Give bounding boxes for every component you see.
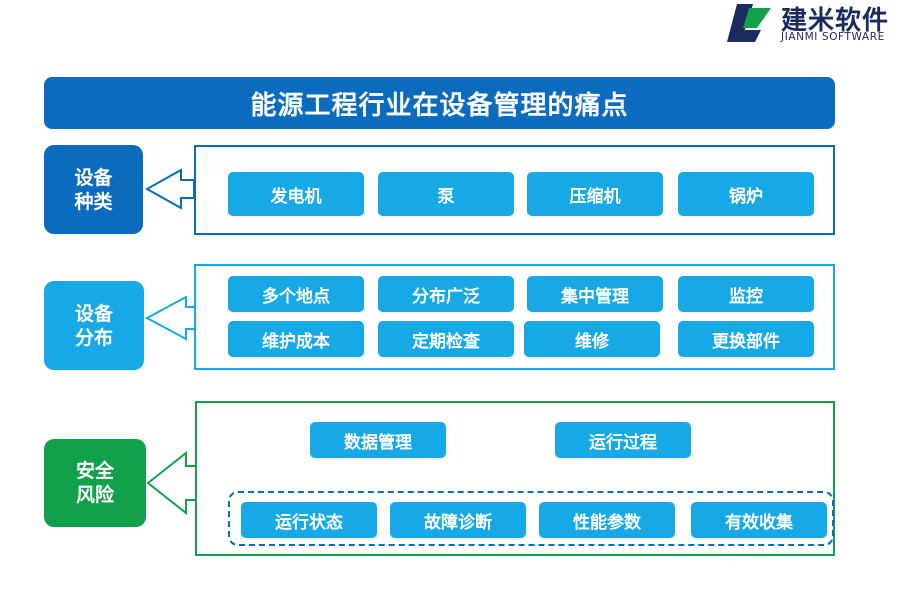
item-effective-collection: 有效收集 — [691, 502, 827, 538]
item-operation-process: 运行过程 — [555, 422, 691, 458]
logo-name: 建米软件 — [781, 6, 890, 36]
category-label: 设备种类 — [74, 166, 113, 213]
item-compressor: 压缩机 — [527, 172, 663, 216]
arrow-left-icon — [146, 450, 197, 516]
item-maintenance-cost: 维护成本 — [228, 321, 364, 357]
dashed-group-frame — [228, 491, 834, 546]
item-fault-diagnosis: 故障诊断 — [390, 502, 526, 538]
category-safety-risk: 安全风险 — [44, 439, 146, 527]
item-centralized-management: 集中管理 — [527, 276, 663, 312]
item-pump: 泵 — [378, 172, 514, 216]
category-label: 设备分布 — [74, 302, 113, 349]
arrow-left-icon — [144, 168, 195, 210]
item-boiler: 锅炉 — [678, 172, 814, 216]
item-operating-status: 运行状态 — [241, 502, 377, 538]
item-widely-distributed: 分布广泛 — [378, 276, 514, 312]
logo-subtitle: JIANMI SOFTWARE — [781, 31, 885, 43]
category-label: 安全风险 — [75, 460, 114, 506]
jianmi-logo-icon — [727, 4, 771, 42]
item-monitoring: 监控 — [678, 276, 814, 312]
item-data-management: 数据管理 — [310, 422, 446, 458]
page-title: 能源工程行业在设备管理的痛点 — [44, 77, 835, 129]
item-repair: 维修 — [524, 321, 660, 357]
item-regular-inspection: 定期检查 — [378, 321, 514, 357]
item-replace-parts: 更换部件 — [678, 321, 814, 357]
item-performance-parameters: 性能参数 — [539, 502, 675, 538]
category-equipment-types: 设备种类 — [44, 145, 143, 234]
category-equipment-distribution: 设备分布 — [44, 281, 144, 370]
item-generator: 发电机 — [228, 172, 364, 216]
item-multiple-locations: 多个地点 — [228, 276, 364, 312]
arrow-left-icon — [144, 295, 196, 341]
